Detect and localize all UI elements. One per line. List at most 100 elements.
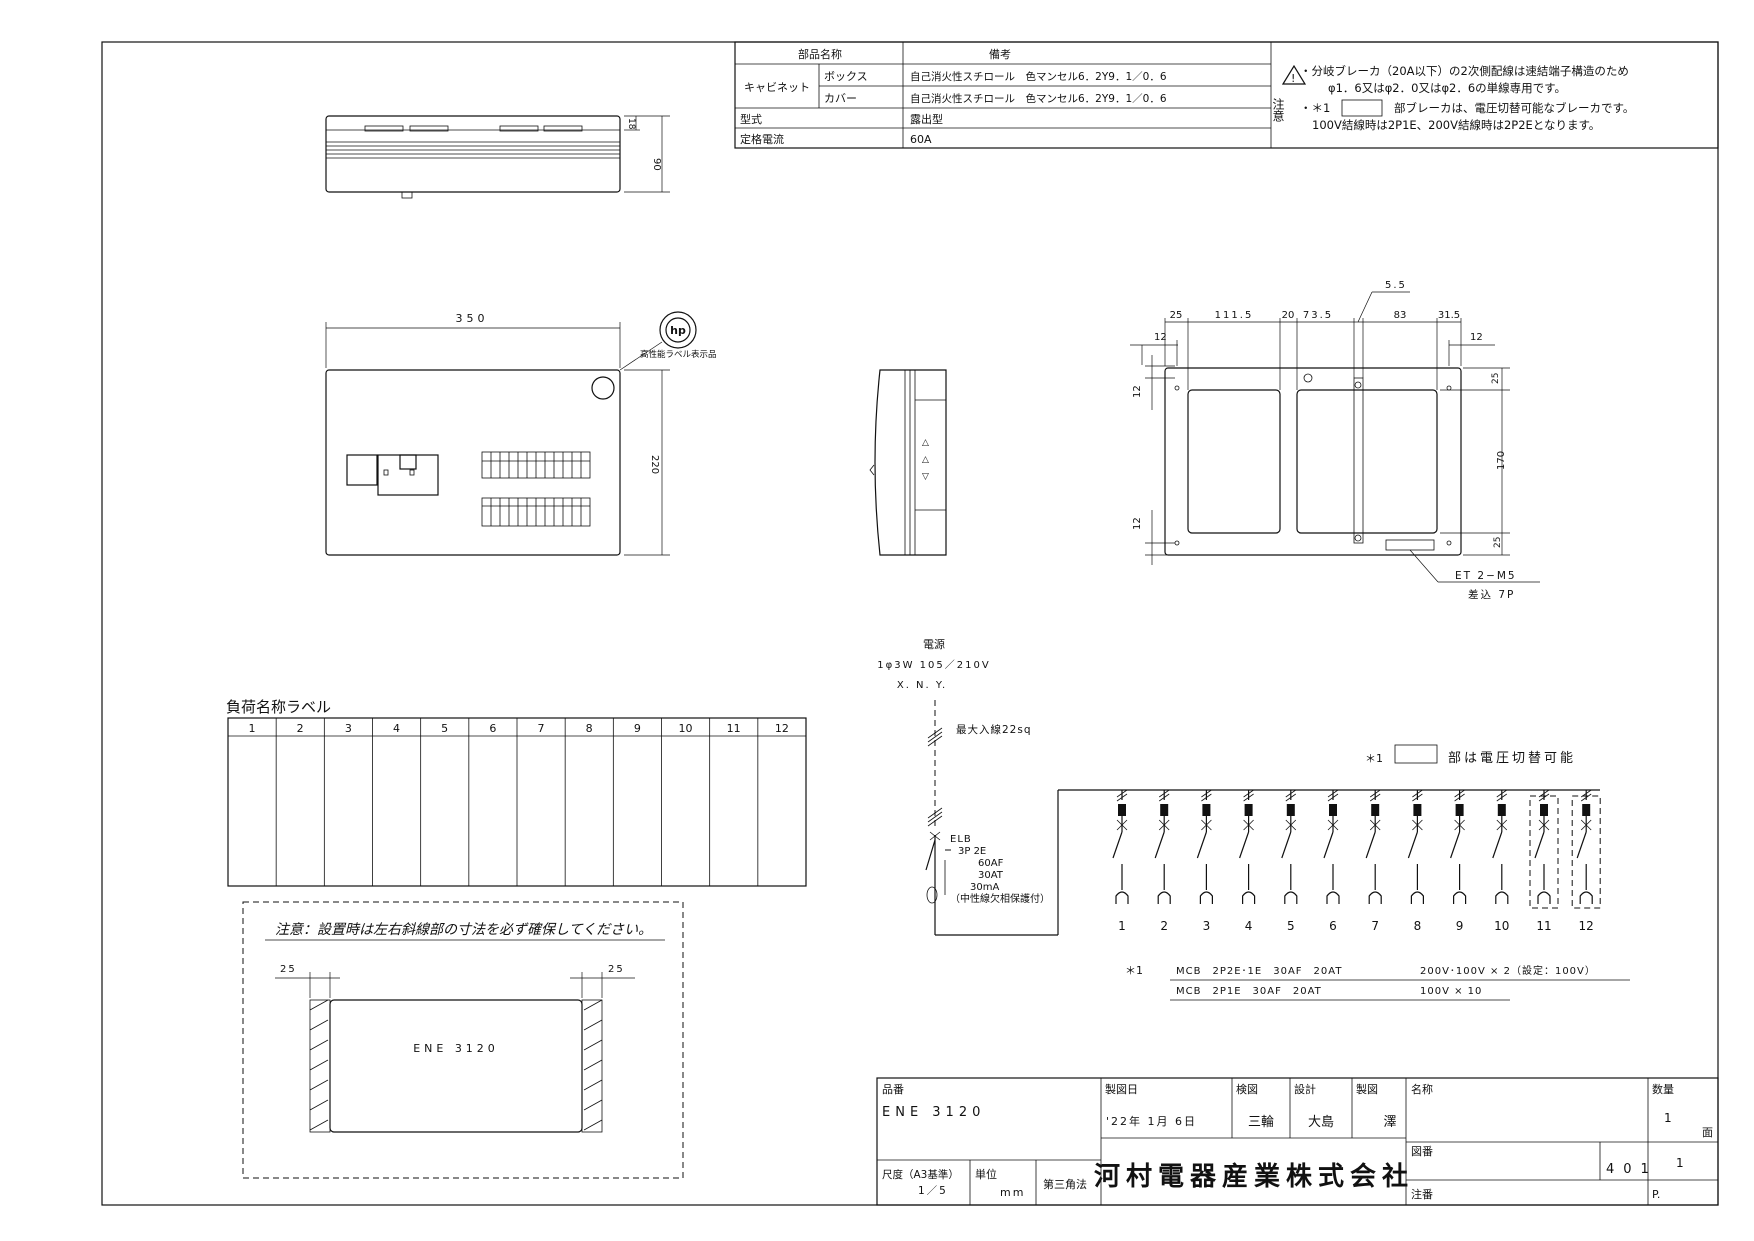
- caution-line-1: ・分岐ブレーカ（20A以下）の2次側配線は速結端子構造のため: [1300, 64, 1629, 78]
- caution-line-3a: ・＊1: [1300, 101, 1330, 115]
- elb-af: 60AF: [978, 858, 1004, 869]
- max-wire: 最大入線22sq: [956, 723, 1032, 736]
- hp-label-note: 高性能ラベル表示品: [640, 349, 717, 360]
- tb-qty-unit: 面: [1702, 1126, 1713, 1139]
- caution-line-3b: 部ブレーカは、電圧切替可能なブレーカです。: [1394, 101, 1634, 115]
- branch-circuit-6: 6: [1323, 789, 1340, 933]
- load-label-col-10: 10: [679, 722, 693, 735]
- circuit-number-2: 2: [1160, 919, 1168, 933]
- warning-mark: !: [1291, 72, 1295, 85]
- power-phases: X. N. Y.: [897, 680, 947, 691]
- mount-dim-1: 25: [1170, 310, 1183, 321]
- branch-circuit-11: 11: [1529, 789, 1559, 933]
- circuit-number-5: 5: [1287, 919, 1295, 933]
- parts-cover-remark: 自己消火性スチロール 色マンセル6．2Y9．1／0．6: [910, 92, 1167, 105]
- parts-header-name: 部品名称: [798, 47, 842, 61]
- svg-text:▽: ▽: [922, 472, 929, 482]
- parts-table: 部品名称 備考 キャビネット ボックス カバー 自己消火性スチロール 色マンセル…: [734, 41, 1719, 149]
- circuit-number-10: 10: [1494, 919, 1509, 933]
- hp-label: [659, 311, 697, 349]
- circuit-number-1: 1: [1118, 919, 1126, 933]
- elb-ma: 30mA: [970, 882, 999, 893]
- elb-note: （中性線欠相保護付）: [950, 892, 1050, 905]
- top-depth-dim: 90: [651, 158, 662, 171]
- branch-circuit-12: 12: [1571, 789, 1601, 933]
- mount-dim-3: 20: [1282, 310, 1295, 321]
- caution-line-4: 100V結線時は2P1E、200V結線時は2P2Eとなります。: [1312, 118, 1600, 132]
- branch-circuit-1: 1: [1112, 789, 1129, 933]
- circuit-number-3: 3: [1203, 919, 1211, 933]
- power-spec: 1φ3W 105／210V: [877, 659, 990, 671]
- tb-draw-label: 製図: [1356, 1082, 1378, 1096]
- tb-unit-label: 単位: [975, 1167, 997, 1181]
- load-label-col-6: 6: [489, 722, 496, 735]
- caution-switch-box: [1341, 99, 1383, 117]
- install-note: 注意：設置時は左右斜線部の寸法を必ず確保してください。 25 25 ENE 31…: [242, 901, 684, 1179]
- tb-note-label: 注番: [1411, 1187, 1433, 1201]
- branch-circuit-2: 2: [1154, 789, 1171, 933]
- branch-circuit-5: 5: [1281, 789, 1298, 933]
- parts-box: ボックス: [824, 70, 868, 83]
- install-right-dim: 25: [608, 964, 625, 975]
- tb-company: 河村電器産業株式会社: [1094, 1161, 1414, 1192]
- svg-text:△: △: [922, 438, 929, 448]
- parts-type-value: 露出型: [910, 112, 943, 126]
- tb-angle: 第三角法: [1043, 1177, 1087, 1191]
- load-label-col-4: 4: [393, 722, 400, 735]
- circuit-number-7: 7: [1371, 919, 1379, 933]
- load-label-col-1: 1: [249, 722, 256, 735]
- parts-rated-label: 定格電流: [740, 132, 784, 146]
- tb-scale-label: 尺度（A3基準）: [882, 1168, 959, 1181]
- mcb-spec-1: MCB 2P2E･1E 30AF 20AT: [1176, 966, 1342, 977]
- mount-dim-6: 31.5: [1438, 310, 1460, 321]
- parts-type-label: 型式: [740, 112, 762, 126]
- power-label: 電源: [923, 637, 945, 651]
- terminal-block: [1385, 539, 1435, 551]
- parts-header-remarks: 備考: [989, 48, 1011, 61]
- main-breaker: [346, 454, 378, 486]
- tb-sheet: 1: [1676, 1156, 1684, 1170]
- mount-dim-v2: 12: [1132, 517, 1143, 530]
- tb-design: 大島: [1308, 1115, 1334, 1130]
- tb-part-no: ENE 3120: [882, 1105, 985, 1120]
- circuit-number-11: 11: [1536, 919, 1551, 933]
- load-label-col-12: 12: [775, 722, 789, 735]
- mount-dim-h3: 25: [1493, 537, 1503, 548]
- circuit-number-9: 9: [1456, 919, 1464, 933]
- wiring-diagram: 電源 1φ3W 105／210V X. N. Y. 最大入線22sq ELB 3…: [877, 637, 1630, 1001]
- tb-date: '22年 1月 6日: [1106, 1114, 1197, 1128]
- mount-dim-h2: 170: [1496, 451, 1507, 470]
- branch-circuit-10: 10: [1492, 789, 1509, 933]
- branch-circuit-8: 8: [1407, 789, 1424, 933]
- parts-box-remark: 自己消火性スチロール 色マンセル6．2Y9．1／0．6: [910, 70, 1167, 83]
- load-label-col-3: 3: [345, 722, 352, 735]
- parts-cabinet: キャビネット: [744, 81, 810, 94]
- load-label-col-9: 9: [634, 722, 641, 735]
- load-label-col-7: 7: [538, 722, 545, 735]
- mount-dim-v1: 12: [1132, 385, 1143, 398]
- tb-design-label: 設計: [1294, 1082, 1316, 1096]
- caution-label: 注意: [1271, 97, 1285, 122]
- warning-icon: [1281, 64, 1307, 85]
- branch-circuit-7: 7: [1365, 789, 1382, 933]
- caution-note: ! 注意 ・分岐ブレーカ（20A以下）の2次側配線は速結端子構造のため φ1．6…: [1271, 64, 1634, 132]
- tb-qty-label: 数量: [1652, 1083, 1674, 1096]
- load-label-col-2: 2: [297, 722, 304, 735]
- mcb-spec-2: MCB 2P1E 30AF 20AT: [1176, 986, 1322, 997]
- drawing-frame: [101, 41, 1719, 1206]
- mount-dim-h1: 25: [1491, 373, 1501, 384]
- caution-line-2: φ1．6又はφ2．0又はφ2．6の単線専用です。: [1328, 81, 1566, 95]
- tb-date-label: 製図日: [1105, 1082, 1138, 1096]
- tb-unit: mm: [1000, 1186, 1025, 1199]
- mount-dim-5: 83: [1394, 310, 1407, 321]
- top-small-dim: 18: [626, 118, 636, 130]
- branch-circuit-3: 3: [1196, 789, 1213, 933]
- switchable-mark: ＊1: [1365, 752, 1383, 765]
- breaker-row-upper: [481, 451, 591, 479]
- install-left-dim: 25: [280, 964, 297, 975]
- tb-qty: 1: [1664, 1111, 1672, 1125]
- elb-poles: 3P 2E: [958, 846, 986, 857]
- tb-check-label: 検図: [1236, 1082, 1258, 1096]
- front-lamp: [591, 376, 615, 400]
